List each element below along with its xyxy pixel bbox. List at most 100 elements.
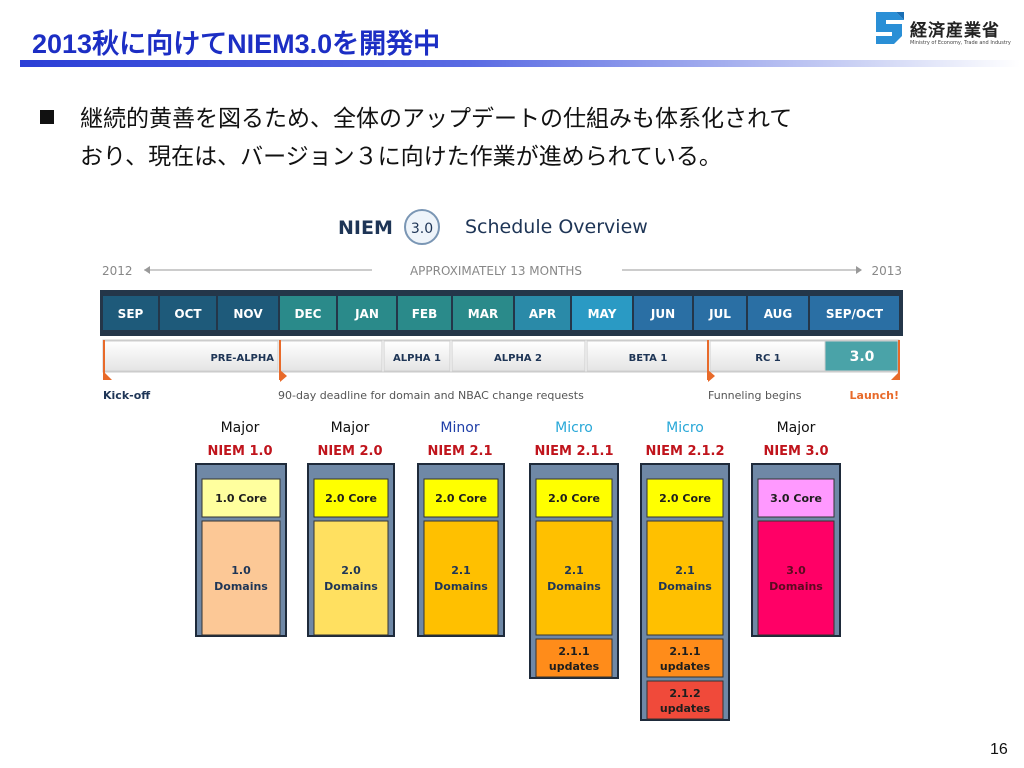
phase-cell — [383, 340, 451, 372]
phases-group: PRE-ALPHA ALPHA 1 ALPHA 2 BETA 1 RC 1 3.0 — [103, 340, 899, 372]
title-rule — [20, 60, 1020, 67]
core-label: 2.0 Core — [325, 492, 377, 505]
core-box — [757, 478, 835, 518]
release-name: NIEM 2.1.2 — [645, 444, 724, 459]
core-label: 2.0 Core — [548, 492, 600, 505]
updates-text: updates — [660, 702, 711, 715]
core-box — [423, 478, 499, 518]
core-label: 2.0 Core — [435, 492, 487, 505]
month-label: OCT — [174, 307, 202, 321]
domains-label-version: 2.1 — [675, 564, 695, 577]
release-name: NIEM 2.1 — [427, 444, 492, 459]
phase-label: RC 1 — [755, 353, 781, 364]
domains-label-version: 3.0 — [786, 564, 806, 577]
phase-cell — [451, 340, 586, 372]
phase-label: ALPHA 1 — [393, 353, 441, 364]
domains-box — [757, 520, 835, 636]
funneling-marker-flag — [708, 370, 715, 382]
core-box — [313, 478, 389, 518]
month-cell — [398, 296, 451, 330]
core-label: 2.0 Core — [659, 492, 711, 505]
domains-label-version: 2.1 — [451, 564, 471, 577]
domains-label-text: Domains — [214, 580, 268, 593]
release-type: Minor — [440, 420, 479, 436]
bullet-square — [40, 110, 54, 124]
phase-label: ALPHA 2 — [494, 353, 542, 364]
launch-label: Launch! — [850, 389, 899, 402]
domains-label-text: Domains — [547, 580, 601, 593]
duration-arrow-right — [856, 266, 862, 274]
schedule-title: Schedule Overview — [465, 216, 648, 238]
ministry-logo: 経済産業省 Ministry of Economy, Trade and Ind… — [872, 10, 1022, 56]
month-label: JUL — [708, 307, 731, 321]
release-name: NIEM 3.0 — [763, 444, 828, 459]
domains-label-text: Domains — [658, 580, 712, 593]
domains-label-version: 2.0 — [341, 564, 361, 577]
release-type: Micro — [666, 420, 704, 436]
month-cell — [338, 296, 396, 330]
domains-label-text: Domains — [769, 580, 823, 593]
month-cell — [453, 296, 513, 330]
ministry-logo-name: 経済産業省 — [910, 21, 1000, 41]
month-label: DEC — [295, 307, 322, 321]
bullet-paragraph: 継続的黄善を図るため、全体のアップデートの仕組みも体系化されて おり、現在は、バ… — [80, 100, 980, 176]
launch-marker-flag — [891, 372, 899, 380]
schedule-niem-label: NIEM — [338, 217, 393, 239]
updates-version: 2.1.1 — [558, 645, 589, 658]
domains-label-text: Domains — [434, 580, 488, 593]
phase-label: PRE-ALPHA — [210, 353, 274, 364]
month-label: FEB — [412, 307, 438, 321]
core-box — [535, 478, 613, 518]
domains-box — [201, 520, 281, 636]
month-cell — [218, 296, 278, 330]
release-type: Major — [331, 420, 370, 436]
phase-cell — [103, 340, 279, 372]
domains-box — [423, 520, 499, 636]
updates-text: updates — [549, 660, 600, 673]
funneling-label: Funneling begins — [708, 389, 802, 402]
domains-box — [535, 520, 613, 636]
end-year: 2013 — [871, 264, 902, 278]
month-cell — [160, 296, 216, 330]
phase-cell — [824, 340, 899, 372]
month-label: MAY — [588, 307, 617, 321]
start-year: 2012 — [102, 264, 133, 278]
kickoff-marker-flag — [104, 372, 112, 380]
phase-cell — [586, 340, 709, 372]
month-label: JAN — [354, 307, 379, 321]
month-cell — [280, 296, 336, 330]
month-cell — [748, 296, 808, 330]
month-cell — [515, 296, 570, 330]
domains-label-version: 1.0 — [231, 564, 251, 577]
phase-gap-cell — [279, 340, 383, 372]
release-type: Major — [777, 420, 816, 436]
release-name: NIEM 1.0 — [207, 444, 272, 459]
duration-arrow-left — [144, 266, 150, 274]
month-cell — [810, 296, 899, 330]
release-name: NIEM 2.1.1 — [534, 444, 613, 459]
domains-label-text: Domains — [324, 580, 378, 593]
release-type: Major — [221, 420, 260, 436]
month-label: NOV — [233, 307, 263, 321]
phase-label: BETA 1 — [629, 353, 668, 364]
updates-box — [646, 680, 724, 720]
duration-label: APPROXIMATELY 13 MONTHS — [410, 264, 582, 278]
domains-box — [646, 520, 724, 636]
updates-box — [646, 638, 724, 678]
month-label: SEP/OCT — [826, 307, 884, 321]
month-label: APR — [529, 307, 556, 321]
updates-box — [535, 638, 613, 678]
phase-label: 3.0 — [850, 349, 875, 365]
updates-version: 2.1.2 — [669, 687, 700, 700]
version-badge-text: 3.0 — [411, 221, 433, 237]
updates-text: updates — [660, 660, 711, 673]
release-name: NIEM 2.0 — [317, 444, 382, 459]
core-label: 3.0 Core — [770, 492, 822, 505]
phase-cell — [709, 340, 826, 372]
core-box — [646, 478, 724, 518]
domains-box — [313, 520, 389, 636]
month-label: SEP — [118, 307, 144, 321]
month-label: AUG — [764, 307, 793, 321]
